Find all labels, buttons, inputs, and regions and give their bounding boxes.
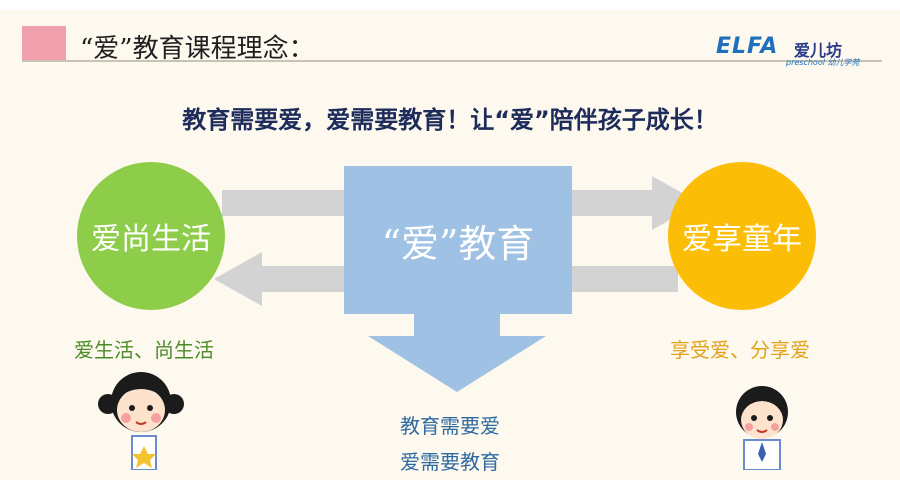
arrow-center-to-left	[214, 252, 346, 306]
logo-chinese-name: 爱儿坊	[794, 41, 843, 60]
left-circle: 爱尚生活	[77, 162, 225, 310]
boy-illustration	[736, 386, 788, 470]
logo-wordmark: ELFA	[716, 34, 779, 59]
arrow-right-to-center	[572, 266, 678, 292]
center-label: “爱”教育	[381, 221, 535, 266]
header-top-strip	[0, 0, 900, 10]
header-accent-block	[22, 26, 66, 60]
slogan: 教育需要爱，爱需要教育！让“爱”陪伴孩子成长！	[182, 106, 718, 134]
arrow-left-to-center	[222, 190, 346, 216]
header-divider	[22, 60, 882, 62]
right-circle-label: 爱享童年	[682, 222, 802, 257]
elfa-logo: ELFA 爱儿坊 preschool 幼儿学苑	[716, 34, 860, 68]
girl-illustration	[98, 372, 184, 470]
page-title: “爱”教育课程理念：	[80, 34, 315, 64]
right-caption: 享受爱、分享爱	[670, 338, 810, 362]
left-caption: 爱生活、尚生活	[74, 338, 214, 362]
bottom-caption-line-1: 教育需要爱	[400, 414, 500, 438]
right-circle: 爱享童年	[668, 162, 816, 310]
arrow-center-down	[368, 314, 546, 392]
left-circle-label: 爱尚生活	[91, 222, 211, 257]
center-box: “爱”教育	[344, 166, 572, 314]
diagram-arrows	[214, 176, 700, 392]
arrow-center-to-right	[572, 176, 700, 230]
logo-subtitle: preschool 幼儿学苑	[786, 58, 860, 67]
